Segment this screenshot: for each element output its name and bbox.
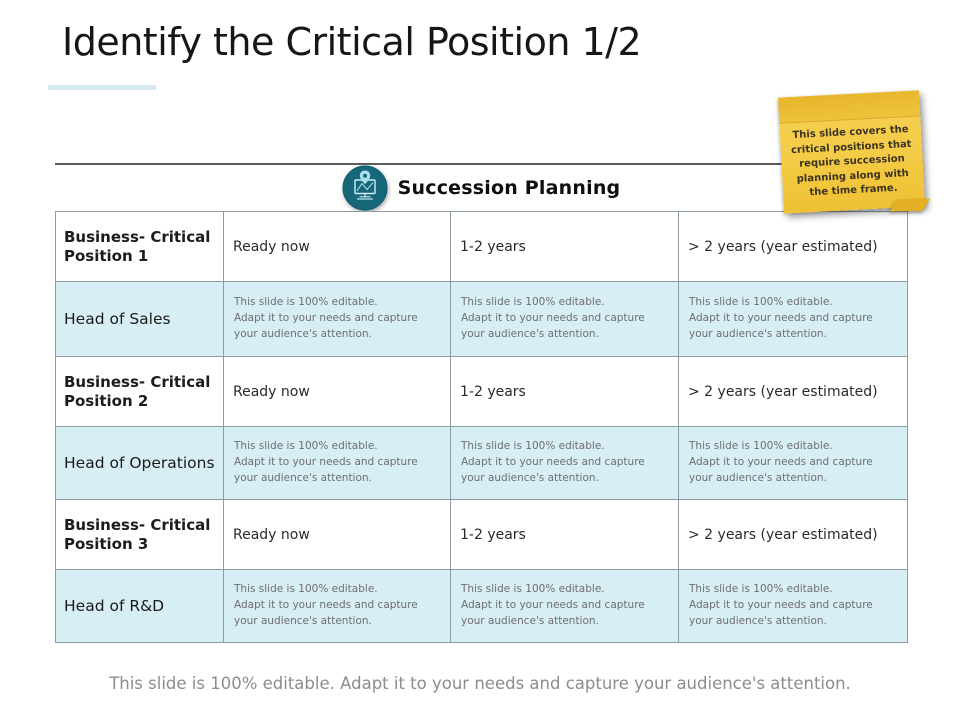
monitor-location-pin-icon — [342, 165, 388, 211]
editable-text-cell: This slide is 100% editable. Adapt it to… — [678, 281, 908, 357]
position-label: Business- Critical Position 2 — [55, 356, 224, 427]
role-label: Head of Operations — [55, 426, 224, 500]
role-label: Head of R&D — [55, 569, 224, 643]
editable-text-cell: This slide is 100% editable. Adapt it to… — [678, 569, 908, 643]
editable-text-cell: This slide is 100% editable. Adapt it to… — [678, 426, 908, 500]
section-title: Succession Planning — [397, 177, 621, 199]
editable-text-cell: This slide is 100% editable. Adapt it to… — [223, 281, 451, 357]
timeframe-cell: > 2 years (year estimated) — [678, 499, 908, 570]
timeframe-cell: > 2 years (year estimated) — [678, 211, 908, 282]
editable-text-cell: This slide is 100% editable. Adapt it to… — [450, 426, 679, 500]
timeframe-cell: Ready now — [223, 211, 451, 282]
table-row-position-3: Business- Critical Position 3 Ready now … — [55, 499, 908, 570]
timeframe-cell: 1-2 years — [450, 499, 679, 570]
sticky-note-fold — [778, 90, 921, 124]
position-label: Business- Critical Position 3 — [55, 499, 224, 570]
footer-note: This slide is 100% editable. Adapt it to… — [109, 674, 851, 693]
table-row-head-of-operations: Head of Operations This slide is 100% ed… — [55, 426, 908, 500]
editable-text-cell: This slide is 100% editable. Adapt it to… — [450, 281, 679, 357]
table-row-head-of-rnd: Head of R&D This slide is 100% editable.… — [55, 569, 908, 643]
header-divider-line — [55, 163, 907, 165]
timeframe-cell: Ready now — [223, 499, 451, 570]
table-row-position-2: Business- Critical Position 2 Ready now … — [55, 356, 908, 427]
sticky-note-text: This slide covers the critical positions… — [790, 123, 912, 199]
page-title: Identify the Critical Position 1/2 — [62, 20, 642, 64]
timeframe-cell: > 2 years (year estimated) — [678, 356, 908, 427]
sticky-note-curl — [889, 198, 930, 212]
table-row-position-1: Business- Critical Position 1 Ready now … — [55, 211, 908, 282]
timeframe-cell: 1-2 years — [450, 211, 679, 282]
editable-text-cell: This slide is 100% editable. Adapt it to… — [450, 569, 679, 643]
table-row-head-of-sales: Head of Sales This slide is 100% editabl… — [55, 281, 908, 357]
editable-text-cell: This slide is 100% editable. Adapt it to… — [223, 569, 451, 643]
timeframe-cell: 1-2 years — [450, 356, 679, 427]
role-label: Head of Sales — [55, 281, 224, 357]
position-label: Business- Critical Position 1 — [55, 211, 224, 282]
timeframe-cell: Ready now — [223, 356, 451, 427]
sticky-note: This slide covers the critical positions… — [778, 90, 930, 214]
succession-table: Business- Critical Position 1 Ready now … — [55, 211, 908, 643]
editable-text-cell: This slide is 100% editable. Adapt it to… — [223, 426, 451, 500]
title-underline — [48, 85, 156, 90]
section-header: Succession Planning — [55, 165, 907, 211]
